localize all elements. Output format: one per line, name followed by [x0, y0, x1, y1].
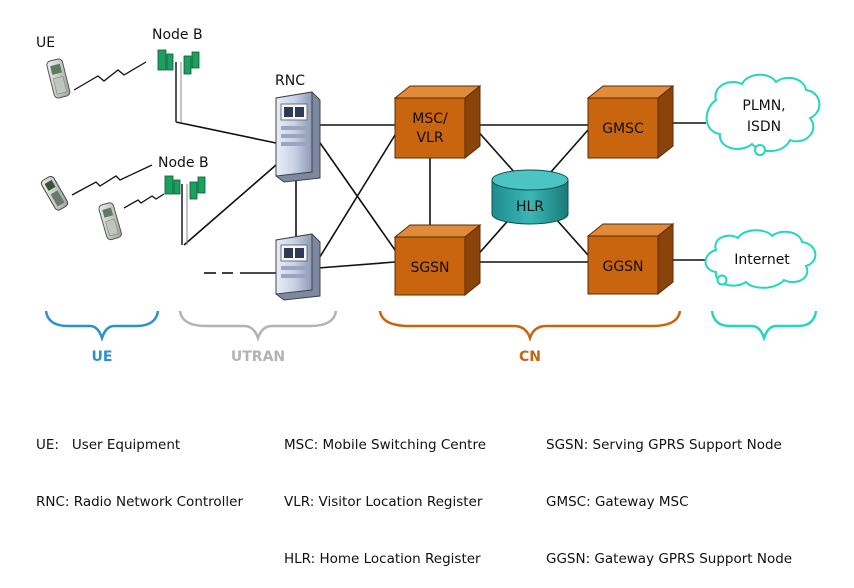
link-rnc1-sgsn — [317, 139, 396, 251]
msc-label-line2: VLR — [416, 130, 443, 146]
nodeb-top-label: Node B — [152, 27, 203, 43]
umts-architecture-diagram: MSC/ VLR GMSC SGSN GGSN HLR PLMN, ISDN I… — [36, 27, 821, 365]
radio-link-low — [123, 193, 165, 209]
legend-item-msc: MSC: Mobile Switching Centre — [284, 437, 486, 453]
connection-lines — [175, 121, 706, 274]
link-nodeb2-rnc1 — [183, 164, 277, 246]
gmsc-label: GMSC — [602, 121, 644, 137]
legend-item-sgsn: SGSN: Serving GPRS Support Node — [546, 437, 782, 453]
nodeb-bottom-label: Node B — [158, 155, 209, 171]
cn-group-brace — [378, 310, 682, 342]
ggsn-label: GGSN — [602, 259, 643, 275]
ggsn-node: GGSN — [586, 222, 675, 296]
plmn-isdn-cloud: PLMN, ISDN — [705, 73, 821, 156]
legend-item-ue: UE: User Equipment — [36, 437, 181, 453]
external-group-brace — [710, 310, 818, 342]
legend-item-gmsc: GMSC: Gateway MSC — [546, 494, 689, 510]
antenna-icon-top — [157, 49, 200, 122]
legend-item-ggsn: GGSN: Gateway GPRS Support Node — [546, 551, 793, 567]
ue-top-label: UE — [36, 35, 55, 51]
radio-link-top — [73, 61, 147, 91]
internet-label: Internet — [734, 252, 790, 268]
ue-group-label: UE — [92, 349, 113, 365]
phone-icon-top — [46, 58, 71, 99]
internet-cloud: Internet — [704, 229, 817, 289]
utran-group-brace — [178, 310, 338, 342]
radio-link-mid — [71, 164, 153, 196]
phone-icon-low — [98, 202, 122, 241]
legend-item-rnc: RNC: Radio Network Controller — [36, 494, 244, 510]
legend-item-vlr: VLR: Visitor Location Register — [284, 494, 483, 510]
rnc-server-icon-bottom — [275, 233, 321, 301]
radio-links — [71, 61, 165, 209]
sgsn-node: SGSN — [393, 223, 482, 297]
plmn-label-line2: ISDN — [747, 119, 781, 135]
hlr-label: HLR — [516, 199, 544, 215]
link-rnc2-msc — [317, 134, 396, 261]
ue-group-brace — [44, 310, 160, 342]
legend-column-1: UE: User Equipment RNC: Radio Network Co… — [36, 398, 243, 531]
utran-group-label: UTRAN — [231, 349, 285, 365]
link-rnc2-sgsn — [317, 261, 396, 269]
msc-vlr-node: MSC/ VLR — [393, 84, 482, 160]
sgsn-label: SGSN — [410, 260, 449, 276]
gmsc-node: GMSC — [586, 84, 675, 160]
plmn-label-line1: PLMN, — [742, 98, 785, 114]
legend-item-hlr: HLR: Home Location Register — [284, 551, 481, 567]
legend-column-3: SGSN: Serving GPRS Support Node GMSC: Ga… — [546, 398, 792, 588]
link-nodeb1-rnc1 — [175, 121, 277, 144]
msc-label-line1: MSC/ — [412, 111, 448, 127]
rnc-label: RNC — [275, 73, 305, 89]
phone-icon-mid — [40, 175, 69, 211]
cn-group-label: CN — [519, 349, 541, 365]
rnc-server-icon-top — [275, 91, 321, 183]
antenna-icon-bottom — [164, 175, 206, 245]
hlr-database-icon: HLR — [491, 169, 569, 225]
legend-column-2: MSC: Mobile Switching Centre VLR: Visito… — [284, 398, 486, 588]
